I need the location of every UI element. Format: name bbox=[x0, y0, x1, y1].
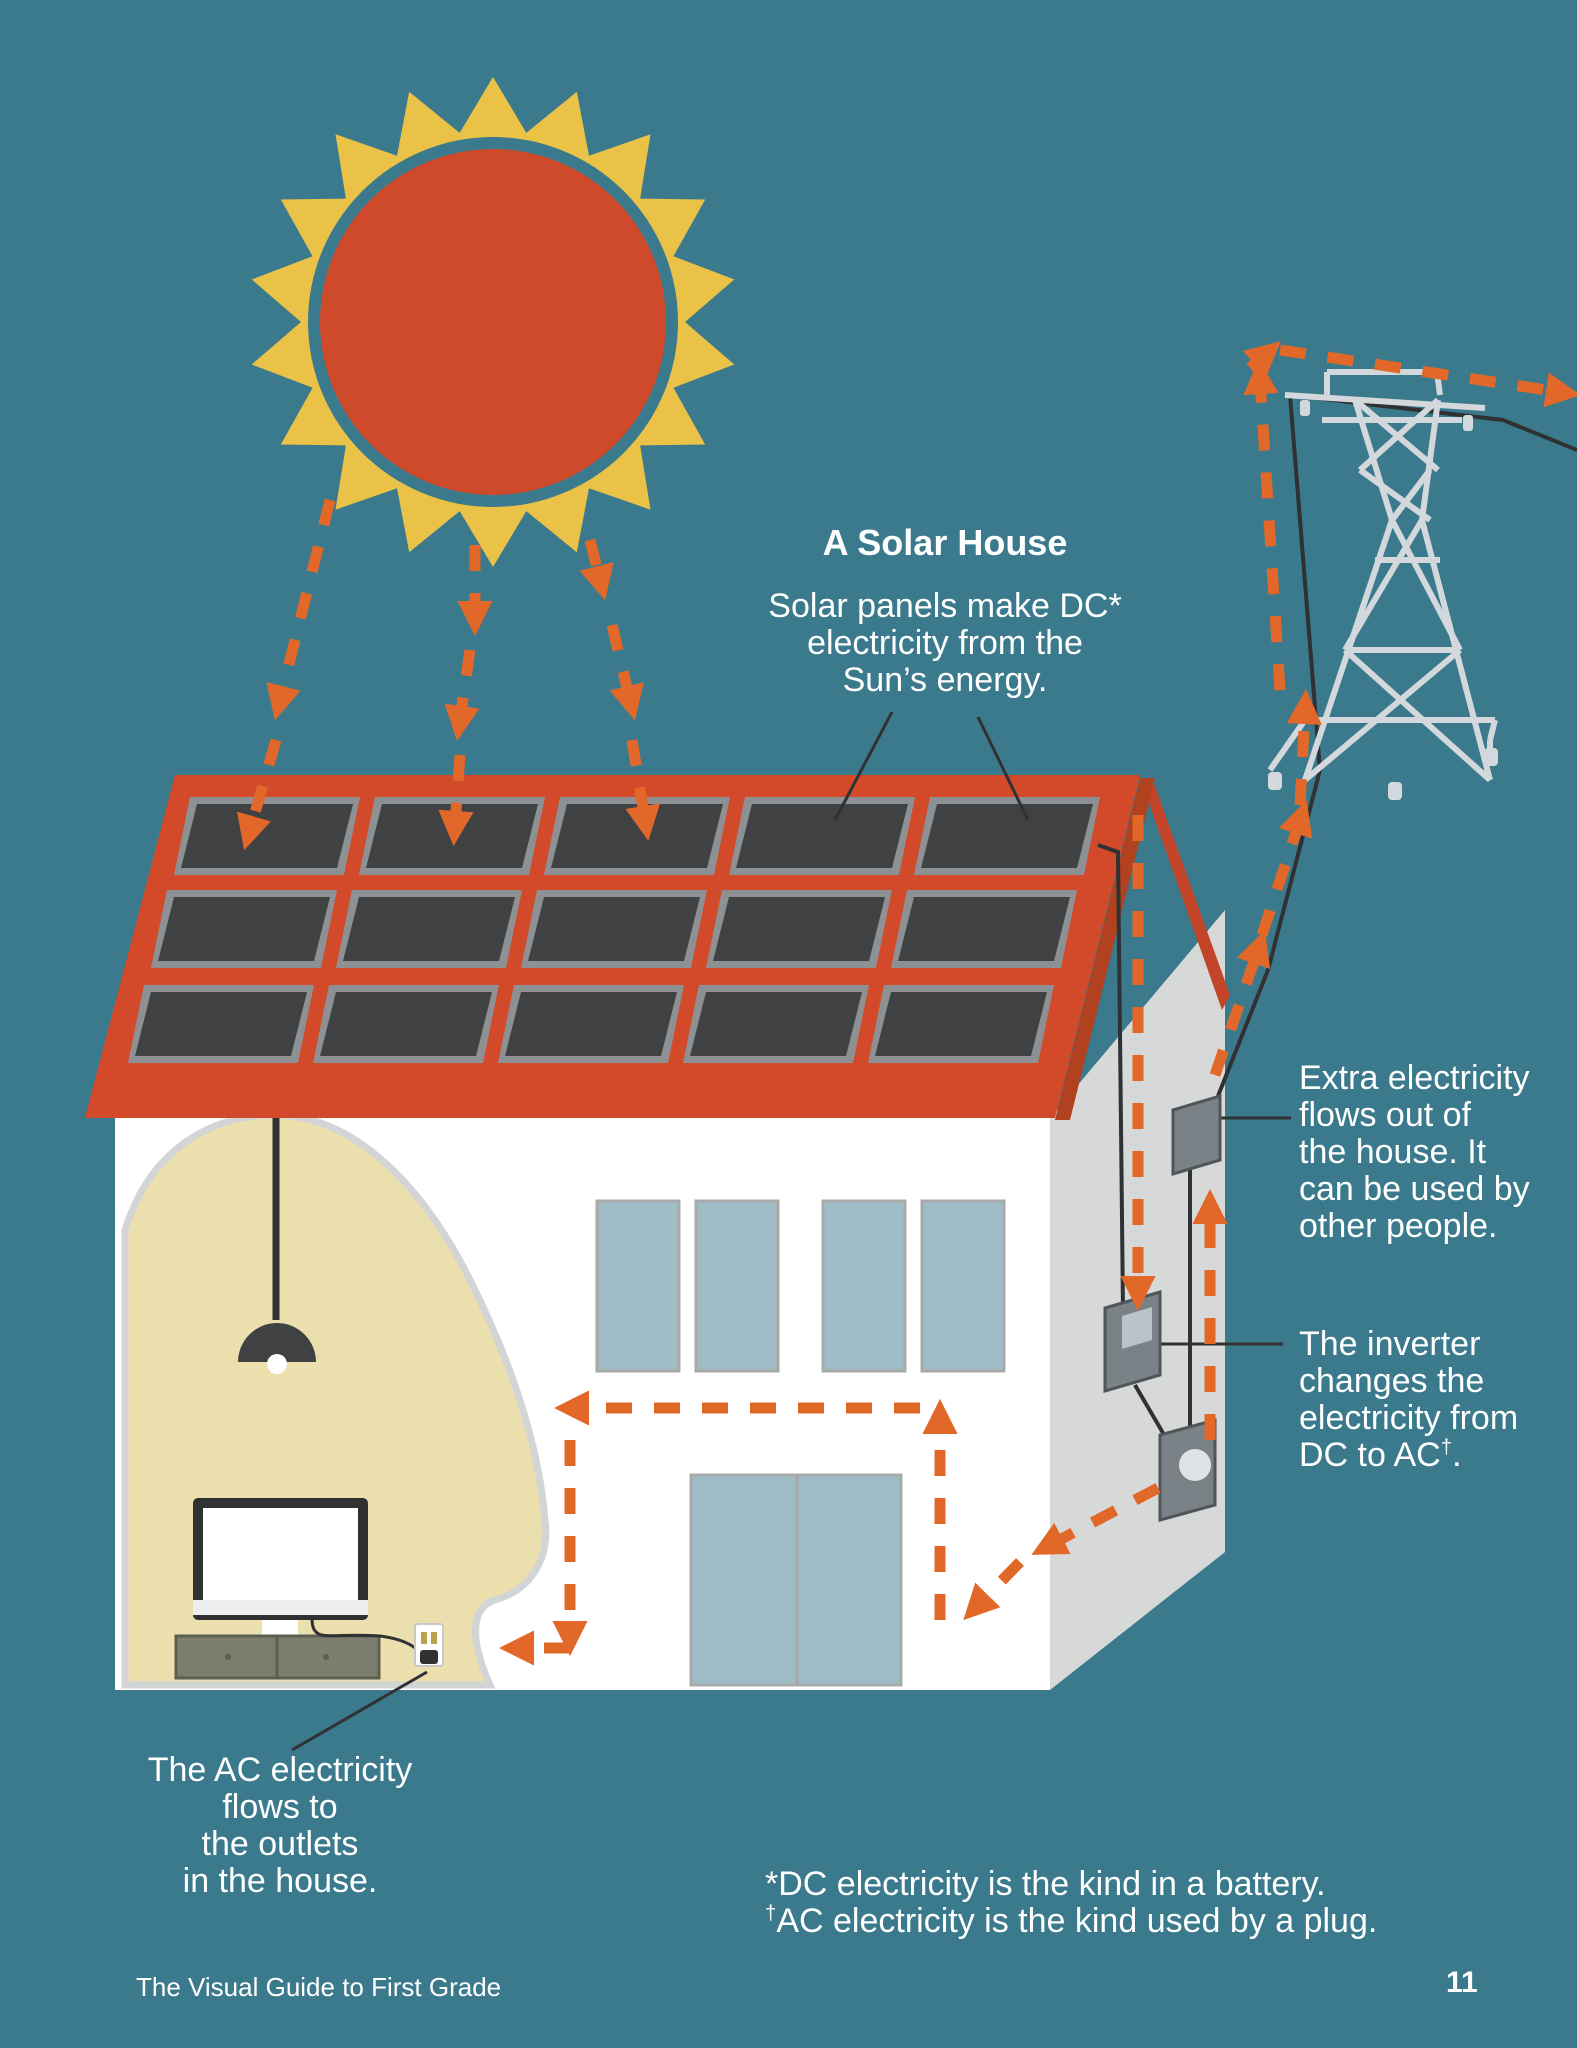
flow-arrow bbox=[963, 1558, 1024, 1621]
meter-icon bbox=[1158, 1418, 1217, 1522]
panels-callout: Solar panels make DC* electricity from t… bbox=[720, 588, 1170, 699]
outlet-icon bbox=[414, 1623, 444, 1667]
page-number: 11 bbox=[1446, 1966, 1478, 1999]
flow-arrow bbox=[1031, 1483, 1161, 1555]
solar-panel bbox=[181, 804, 353, 868]
solar-panel-icon bbox=[128, 797, 1100, 1063]
page-title: A Solar House bbox=[822, 522, 1068, 563]
flow-arrow bbox=[236, 738, 282, 851]
insulators bbox=[1268, 400, 1498, 800]
book-title: The Visual Guide to First Grade bbox=[136, 1972, 502, 2002]
callout-line: DC to AC†. bbox=[1299, 1437, 1569, 1474]
flow-arrow bbox=[438, 754, 474, 847]
solar-panel bbox=[505, 992, 677, 1056]
solar-panel bbox=[135, 992, 307, 1056]
callout-line: Solar panels make DC* bbox=[768, 587, 1122, 625]
energy-flow-arrows bbox=[236, 341, 1577, 1666]
solar-panel bbox=[921, 804, 1093, 868]
dagger-mark: † bbox=[1440, 1436, 1453, 1459]
callout-line: can be used by bbox=[1299, 1170, 1530, 1208]
solar-panel bbox=[875, 992, 1047, 1056]
flow-arrow bbox=[444, 649, 480, 741]
footnotes: *DC electricity is the kind in a battery… bbox=[765, 1866, 1485, 1940]
sun-icon bbox=[251, 77, 735, 567]
flow-arrow bbox=[1256, 799, 1313, 937]
roof bbox=[85, 775, 1155, 1120]
solar-panel bbox=[551, 804, 723, 868]
outlets-callout: The AC electricity flows to the outlets … bbox=[120, 1752, 440, 1900]
flow-arrow bbox=[1242, 341, 1281, 378]
solar-panel bbox=[528, 897, 700, 961]
power-tower-icon bbox=[1267, 369, 1498, 783]
callout-line: the house. It bbox=[1299, 1133, 1487, 1171]
callout-line: electricity from bbox=[1299, 1399, 1519, 1437]
callout-line: flows out of bbox=[1299, 1096, 1471, 1134]
flow-arrow bbox=[266, 498, 336, 721]
inverter-callout: The inverter changes the electricity fro… bbox=[1299, 1326, 1569, 1474]
disconnect-box bbox=[1171, 1093, 1222, 1177]
solar-panel bbox=[898, 897, 1070, 961]
callout-line: The inverter bbox=[1299, 1325, 1481, 1363]
monitor-icon bbox=[174, 1498, 427, 1680]
callout-text: DC to AC bbox=[1299, 1436, 1441, 1474]
footnote-ac: †AC electricity is the kind used by a pl… bbox=[765, 1903, 1485, 1940]
flow-arrow bbox=[625, 739, 661, 841]
callout-line: changes the bbox=[1299, 1362, 1485, 1400]
callout-line: The AC electricity bbox=[147, 1751, 413, 1789]
flow-arrow bbox=[1209, 930, 1271, 1077]
footnote-dc: *DC electricity is the kind in a battery… bbox=[765, 1865, 1326, 1903]
solar-panel bbox=[158, 897, 330, 961]
solar-panel bbox=[320, 992, 492, 1056]
extra-electricity-callout: Extra electricity flows out of the house… bbox=[1299, 1060, 1569, 1245]
callout-line: Extra electricity bbox=[1299, 1059, 1530, 1097]
callout-line: other people. bbox=[1299, 1207, 1498, 1245]
flow-arrow bbox=[579, 538, 614, 601]
dagger-mark: † bbox=[765, 1902, 777, 1925]
callout-line: flows to bbox=[222, 1788, 338, 1826]
solar-panel bbox=[713, 897, 885, 961]
flow-arrow bbox=[606, 623, 644, 721]
solar-panel bbox=[690, 992, 862, 1056]
lamp-icon bbox=[238, 1118, 316, 1374]
callout-line: in the house. bbox=[182, 1862, 378, 1900]
solar-panel bbox=[736, 804, 908, 868]
solar-panel bbox=[343, 897, 515, 961]
callout-line: the outlets bbox=[201, 1825, 359, 1863]
callout-line: Sun’s energy. bbox=[842, 661, 1048, 699]
flow-arrow bbox=[1286, 688, 1322, 806]
flow-arrow bbox=[1243, 358, 1286, 691]
callout-line: electricity from the bbox=[807, 624, 1083, 662]
callout-text: . bbox=[1452, 1436, 1462, 1474]
inverter-icon bbox=[1103, 1290, 1162, 1393]
footnote-text: AC electricity is the kind used by a plu… bbox=[776, 1902, 1378, 1940]
